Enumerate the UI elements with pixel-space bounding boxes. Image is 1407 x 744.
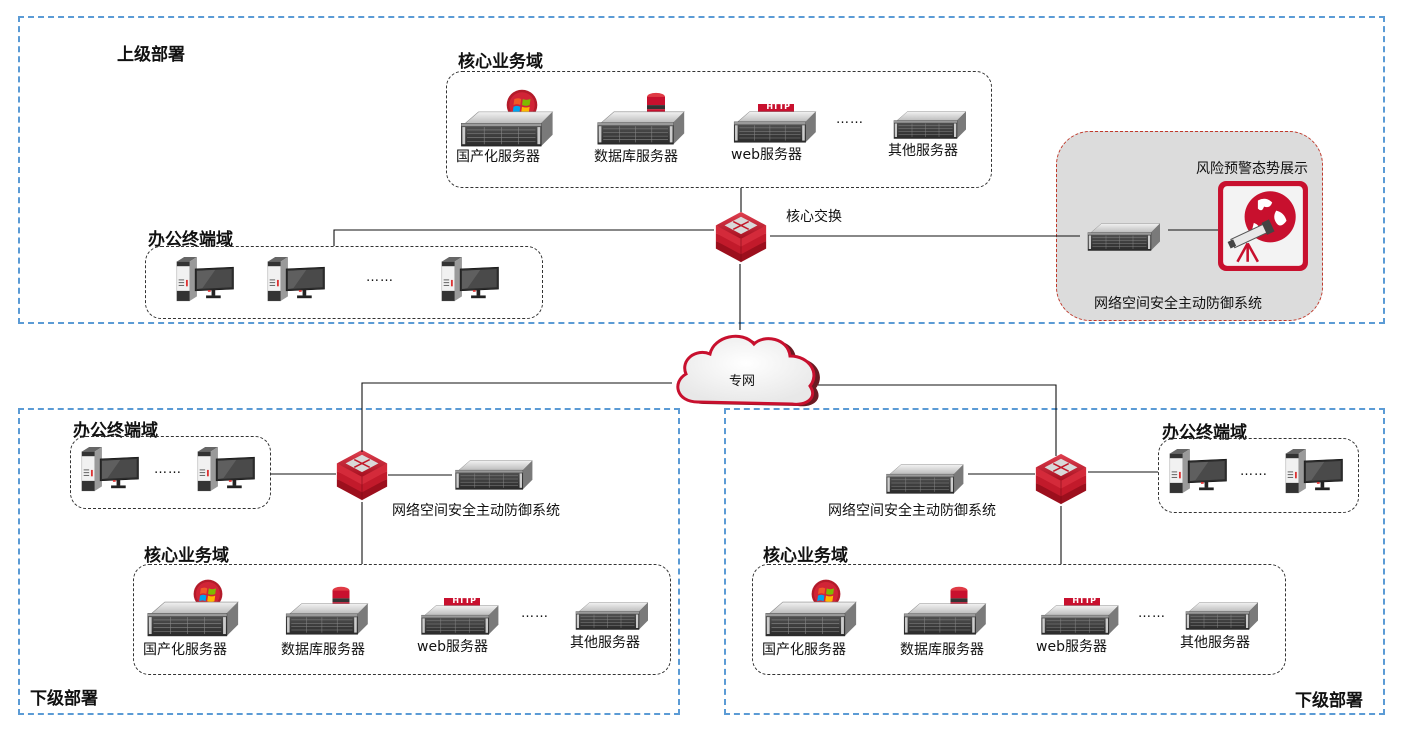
lower-left-core-server-other[interactable] xyxy=(568,601,658,631)
lower-right-deployment-title: 下级部署 xyxy=(1295,691,1363,711)
lower-left-deployment-title: 下级部署 xyxy=(30,689,98,709)
upper-core-server-web-label: web服务器 xyxy=(731,147,802,163)
lower-left-office-ellipsis: …… xyxy=(154,462,182,477)
lower-left-security-label: 网络空间安全主动防御系统 xyxy=(392,503,560,519)
lower-left-core-server-other-label: 其他服务器 xyxy=(570,635,640,651)
server-icon xyxy=(886,110,974,140)
lower-right-core-server-domestic[interactable] xyxy=(764,578,860,640)
office-pc-1[interactable] xyxy=(80,446,144,492)
upper-deployment-title: 上级部署 xyxy=(117,45,185,65)
upper-core-server-web[interactable]: HTTP xyxy=(730,100,822,142)
lower-right-core-server-web[interactable]: HTTP xyxy=(1036,596,1128,636)
server-icon xyxy=(568,601,656,631)
lower-right-core-server-domestic-label: 国产化服务器 xyxy=(762,642,846,658)
lower-right-core-server-other[interactable] xyxy=(1178,601,1268,631)
lower-right-office-ellipsis: …… xyxy=(1240,464,1268,479)
server-icon xyxy=(1036,604,1124,636)
lower-right-security-server-icon[interactable] xyxy=(880,463,970,495)
server-icon xyxy=(146,600,240,638)
lower-right-core-server-database[interactable] xyxy=(901,586,993,636)
lower-right-core-domain-title: 核心业务域 xyxy=(763,546,848,566)
upper-core-server-other[interactable] xyxy=(886,110,976,140)
server-icon xyxy=(283,602,371,636)
upper-deployment-region xyxy=(18,16,1385,324)
lower-right-core-server-other-label: 其他服务器 xyxy=(1180,635,1250,651)
lower-left-core-server-web-label: web服务器 xyxy=(417,639,488,655)
lower-right-switch-icon[interactable] xyxy=(1032,450,1090,508)
server-icon xyxy=(730,110,820,144)
upper-office-domain xyxy=(145,246,543,319)
upper-core-ellipsis: …… xyxy=(836,112,864,127)
upper-core-server-database[interactable] xyxy=(596,92,688,142)
lower-left-core-server-database-label: 数据库服务器 xyxy=(281,642,365,658)
server-icon xyxy=(596,110,686,146)
core-switch-icon[interactable] xyxy=(712,208,770,266)
lower-left-core-server-web[interactable]: HTTP xyxy=(416,596,508,636)
private-network-label: 专网 xyxy=(729,374,756,389)
lower-left-core-server-database[interactable] xyxy=(283,586,375,636)
server-icon xyxy=(416,604,504,636)
server-icon xyxy=(1178,601,1266,631)
upper-security-server-icon[interactable] xyxy=(1078,222,1170,252)
lower-right-office-domain xyxy=(1158,438,1359,513)
office-pc-n[interactable] xyxy=(196,446,260,492)
upper-office-domain-title: 办公终端域 xyxy=(148,230,233,250)
office-pc-n[interactable] xyxy=(440,256,504,302)
lower-right-security-label: 网络空间安全主动防御系统 xyxy=(828,503,996,519)
upper-office-ellipsis: …… xyxy=(366,270,394,285)
upper-security-system-label: 网络空间安全主动防御系统 xyxy=(1094,296,1262,312)
private-network-cloud-icon[interactable] xyxy=(668,326,824,410)
office-pc-n[interactable] xyxy=(1284,448,1348,494)
lower-left-deployment-region xyxy=(18,408,680,715)
upper-core-domain xyxy=(446,71,992,188)
server-icon xyxy=(764,600,858,638)
upper-core-server-other-label: 其他服务器 xyxy=(888,143,958,159)
lower-right-core-ellipsis: …… xyxy=(1138,606,1166,621)
office-pc-1[interactable] xyxy=(1168,448,1232,494)
upper-core-server-domestic-label: 国产化服务器 xyxy=(456,149,540,165)
lower-left-core-server-domestic[interactable] xyxy=(146,578,242,640)
lower-left-core-server-domestic-label: 国产化服务器 xyxy=(143,642,227,658)
lower-left-office-domain xyxy=(70,436,271,509)
server-icon xyxy=(458,110,556,148)
core-switch-label: 核心交换 xyxy=(786,209,842,225)
lower-left-switch-icon[interactable] xyxy=(333,446,391,504)
lower-right-core-server-database-label: 数据库服务器 xyxy=(900,642,984,658)
server-icon xyxy=(901,602,989,636)
upper-core-server-database-label: 数据库服务器 xyxy=(594,149,678,165)
office-pc-2[interactable] xyxy=(266,256,330,302)
lower-right-core-domain xyxy=(752,564,1286,675)
risk-display-telescope-icon[interactable] xyxy=(1216,180,1310,272)
lower-left-core-ellipsis: …… xyxy=(521,606,549,621)
lower-left-core-domain-title: 核心业务域 xyxy=(144,546,229,566)
office-pc-1[interactable] xyxy=(175,256,239,302)
upper-core-domain-title: 核心业务域 xyxy=(458,52,543,72)
lower-left-security-server-icon[interactable] xyxy=(448,459,540,491)
risk-display-label: 风险预警态势展示 xyxy=(1196,161,1308,177)
lower-left-core-domain xyxy=(133,564,671,675)
lower-right-core-server-web-label: web服务器 xyxy=(1036,639,1107,655)
